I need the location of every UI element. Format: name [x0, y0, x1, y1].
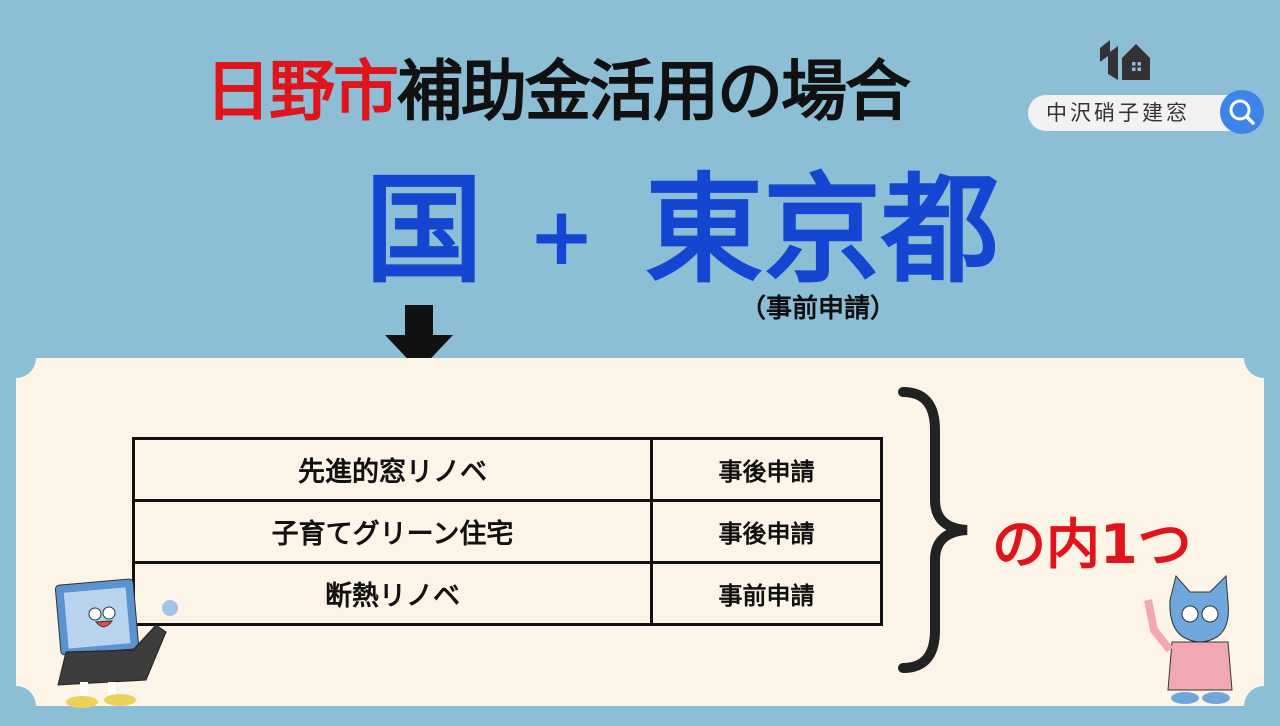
table-row: 先進的窓リノベ事後申請	[132, 437, 883, 502]
table-row: 子育てグリーン住宅事後申請	[132, 499, 883, 564]
program-cell: 先進的窓リノベ	[132, 437, 653, 502]
subsidy-table: 先進的窓リノベ事後申請 子育てグリーン住宅事後申請 断熱リノベ事前申請	[132, 437, 883, 626]
title-rest: 補助金活用の場合	[397, 53, 911, 130]
title-city: 日野市	[205, 53, 399, 130]
window-mascot-illustration	[54, 578, 178, 708]
search-icon	[1229, 99, 1255, 125]
house-logo-icon	[1100, 40, 1150, 80]
timing-cell: 事後申請	[650, 499, 883, 564]
plus-sign: +	[528, 190, 596, 283]
tokyo-label: 東京都	[645, 161, 1000, 299]
cat-mascot-illustration	[1144, 574, 1233, 704]
brand-search-bar[interactable]: 中沢硝子建窓	[1028, 95, 1258, 131]
program-cell: 子育てグリーン住宅	[132, 499, 653, 564]
timing-cell: 事前申請	[650, 561, 883, 626]
tokyo-note: （事前申請）	[740, 294, 897, 324]
table-row: 断熱リノベ事前申請	[132, 561, 883, 626]
timing-cell: 事後申請	[650, 437, 883, 502]
choice-label: の内1つ	[992, 513, 1192, 576]
national-label: 国	[365, 161, 484, 299]
program-cell: 断熱リノベ	[132, 561, 653, 626]
search-button[interactable]	[1220, 90, 1264, 134]
curly-brace-icon	[898, 387, 968, 673]
page-title: 日野市補助金活用の場合	[205, 52, 911, 132]
down-arrow-icon	[385, 305, 453, 371]
